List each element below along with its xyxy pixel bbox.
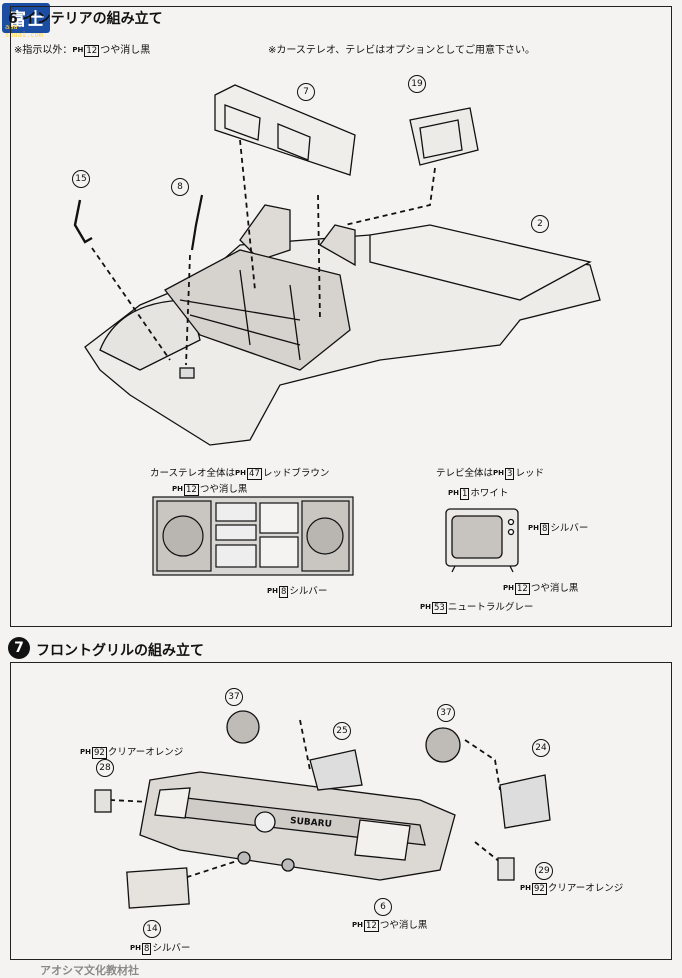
section-6-box <box>10 6 672 627</box>
paint-code: 12 <box>84 45 100 57</box>
stereo-shelf <box>214 84 356 176</box>
callout-37-left: 37 <box>225 688 243 706</box>
section-6-note-right: ※カーステレオ、テレビはオプションとしてご用意下さい。 <box>268 45 535 56</box>
paint-prefix: PH <box>72 46 84 54</box>
stereo-detail <box>152 496 354 576</box>
logo-sub: aaa-shuai.com <box>5 23 43 39</box>
antenna-15 <box>73 199 93 244</box>
logo-text: 富士 <box>9 10 45 30</box>
tv-detail <box>445 508 519 573</box>
tv-part <box>409 107 479 166</box>
bottom-strip-text: アオシマ文化教材社 <box>40 964 139 977</box>
section-7-title: フロントグリルの組み立て <box>36 643 204 659</box>
callout-28: 28 <box>96 759 114 777</box>
callout-29: 29 <box>535 862 553 880</box>
callout-15: 15 <box>72 170 90 188</box>
callout-7: 7 <box>297 83 315 101</box>
rear-seats <box>164 204 356 371</box>
cargo-area <box>369 224 592 301</box>
callout-2: 2 <box>531 215 549 233</box>
note-prefix: ※指示以外： <box>14 45 73 56</box>
callout-6: 6 <box>374 898 392 916</box>
lever-8-base <box>179 367 195 379</box>
section-6-title: 6 インテリアの組み立て <box>8 11 163 27</box>
section-7-box <box>10 662 672 960</box>
lever-8 <box>190 194 204 251</box>
step-7-badge: 7 <box>8 637 30 659</box>
front-grille <box>94 710 551 909</box>
callout-14: 14 <box>143 920 161 938</box>
callout-24: 24 <box>532 739 550 757</box>
callout-25: 25 <box>333 722 351 740</box>
callout-37-right: 37 <box>437 704 455 722</box>
callout-19: 19 <box>408 75 426 93</box>
note-suffix: つや消し黒 <box>100 45 151 56</box>
callout-8: 8 <box>171 178 189 196</box>
